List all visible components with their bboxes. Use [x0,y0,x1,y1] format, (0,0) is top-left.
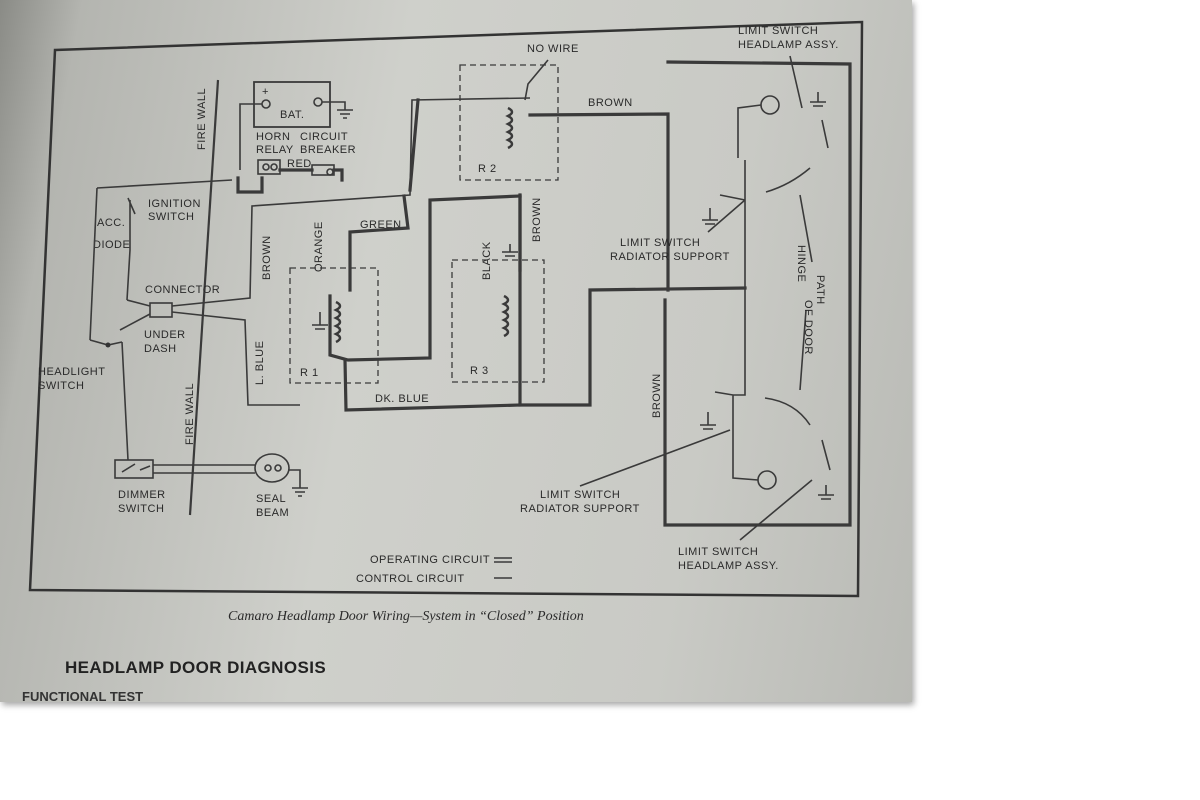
relay-r2-label: R 2 [478,163,497,175]
limit-switch-radiator-top-label-2: RADIATOR SUPPORT [610,251,730,263]
section-title: HEADLAMP DOOR DIAGNOSIS [65,658,326,677]
dimmer-switch [114,459,154,479]
under-dash-label-2: DASH [144,343,177,355]
headlamp-indicator-bottom [757,470,777,490]
headlight-switch-label-2: SWITCH [38,380,84,392]
seal-beam-label-2: BEAM [256,507,289,519]
brown-wire-label-3: BROWN [531,197,543,242]
diagram-frame [28,20,864,598]
connector-label: CONNECTOR [145,284,220,296]
legend-operating-circuit-label: OPERATING CIRCUIT [370,554,490,566]
ignition-switch-label-1: IGNITION [148,198,201,210]
l-blue-wire-label: L. BLUE [254,341,266,385]
under-dash-label-1: UNDER [144,329,186,341]
ground-icon [702,208,718,225]
legend-operating-circuit-line [494,557,512,563]
path-of-door-label-3: HINGE [795,245,807,282]
dk-blue-wire-label: DK. BLUE [375,393,429,405]
limit-switch-radiator-bottom-label-1: LIMIT SWITCH [540,489,620,501]
door-hinge-path-top [765,167,811,193]
path-of-door-label-2: OF DOOR [802,300,814,355]
dimmer-switch-label-1: DIMMER [118,489,166,501]
ground-icon [818,485,834,500]
ignition-switch-label-2: SWITCH [148,211,194,223]
ground-icon [810,92,826,107]
circuit-breaker [311,164,335,176]
ground-icon [502,244,518,257]
seal-beam [254,453,290,483]
horn-relay [257,159,281,175]
brown-wire-label-1: BROWN [261,235,273,280]
ground-icon [700,412,716,430]
limit-switch-headlamp-top-label-1: LIMIT SWITCH [738,25,818,37]
headlight-switch [89,339,129,461]
limit-switch-radiator-top-label-1: LIMIT SWITCH [620,237,700,249]
door-hinge-path-bottom [764,397,811,426]
dk-blue-wire [343,358,522,412]
relay-r3 [451,259,545,383]
no-wire-label: NO WIRE [527,43,579,55]
fire-wall-line [188,79,220,516]
acc-label: ACC. [97,217,125,229]
scanned-page [0,0,912,702]
brown-wire-label-2: BROWN [588,97,633,109]
limit-switch-headlamp-bottom-label-2: HEADLAMP ASSY. [678,560,779,572]
relay-r3-label: R 3 [470,365,489,377]
brown-wire-right-loop [663,60,852,527]
legend-control-circuit-label: CONTROL CIRCUIT [356,573,465,585]
circuit-breaker-label-2: BREAKER [300,144,356,156]
figure-caption: Camaro Headlamp Door Wiring—System in “C… [228,609,584,624]
relay-r1-label: R 1 [300,367,319,379]
limit-switch-radiator-bottom-label-2: RADIATOR SUPPORT [520,503,640,515]
battery-label: BAT. [280,109,304,121]
horn-relay-label-1: HORN [256,131,290,143]
ground-icon [337,109,353,119]
orange-wire-label: ORANGE [313,221,325,272]
relay-r2 [459,64,559,181]
fire-wall-label-bottom: FIRE WALL [184,383,196,445]
dimmer-switch-label-2: SWITCH [118,503,164,515]
ground-icon [312,312,328,330]
limit-switch-headlamp-bottom-label-1: LIMIT SWITCH [678,546,758,558]
connector [149,302,173,318]
subsection-title: FUNCTIONAL TEST [22,689,143,704]
ground-icon [292,487,308,497]
ignition-switch [96,179,233,301]
brown-wire-main [518,112,747,407]
fire-wall-label-top: FIRE WALL [196,88,208,150]
green-wire [348,194,410,292]
path-of-door-label-1: PATH [814,275,826,305]
red-wire-label: RED [287,158,312,170]
seal-beam-label-1: SEAL [256,493,286,505]
horn-relay-label-2: RELAY [256,144,294,156]
diode-label: DIODE [93,239,130,251]
red-wire [236,168,344,194]
headlamp-indicator-top [760,95,780,115]
headlight-switch-label-1: HEADLIGHT [38,366,105,378]
battery-plus: + [262,86,269,98]
relay-r1 [289,267,379,384]
limit-switch-headlamp-top-label-2: HEADLAMP ASSY. [738,39,839,51]
circuit-breaker-label-1: CIRCUIT [300,131,348,143]
brown-wire-label-4: BROWN [651,373,663,418]
